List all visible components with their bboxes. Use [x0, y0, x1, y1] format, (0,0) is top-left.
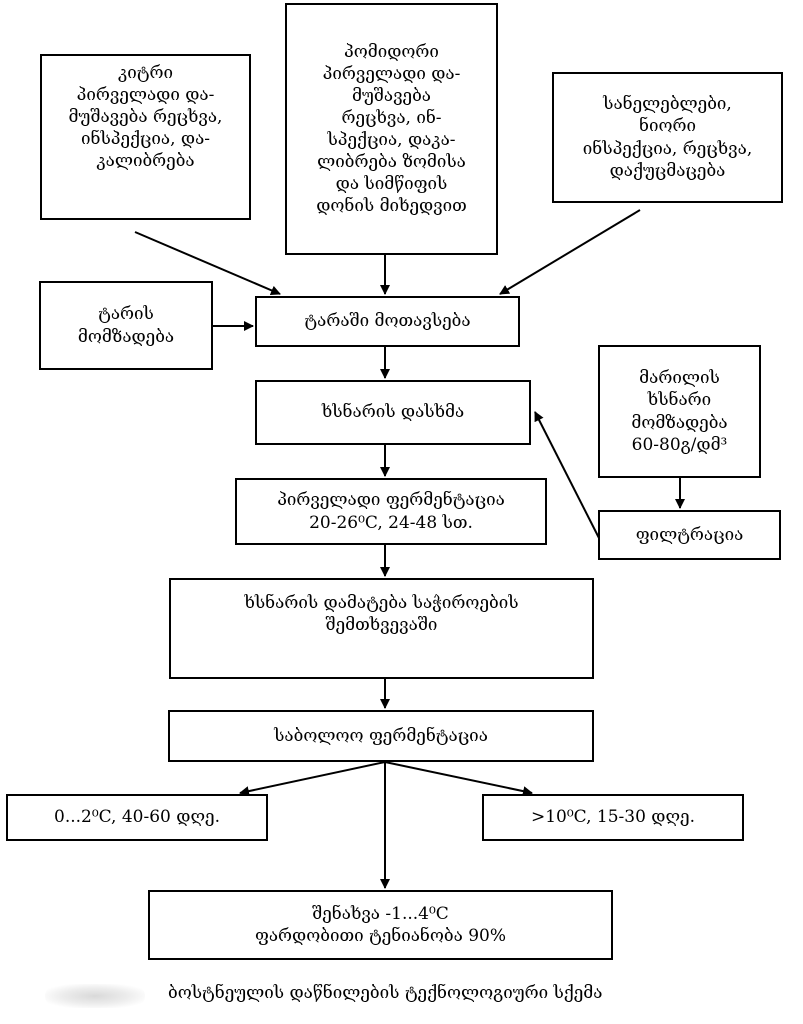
arrow-final-fermentation-to-warm-option [384, 761, 533, 797]
final-fermentation-text: საბოლოო ფერმენტაცია [274, 725, 488, 746]
tomato-text: პომიდორი პირველადი და- მუშავება რეცხვა, … [316, 41, 467, 217]
brine-pour-text: ხსნარის დასხმა [321, 402, 465, 423]
cucumber-text: კიტრი პირველადი და- მუშავება რეცხვა, ინს… [68, 63, 223, 172]
container-prep-text: ტარის მომზადება [77, 304, 175, 347]
warm-option-text: >10⁰C, 15-30 დღე. [530, 807, 695, 828]
spices-text: სანელებლები, ნიორი ინსპექცია, რეცხვა, და… [582, 94, 753, 181]
cold-option-text: 0...2⁰C, 40-60 დღე. [54, 807, 220, 828]
filtration-box: ფილტრაცია [598, 510, 781, 560]
brine-add-box: ხსნარის დამატება საჭიროების შემთხვევაში [169, 578, 594, 679]
arrow-spices-to-container-fill [499, 209, 641, 295]
container-fill-box: ტარაში მოთავსება [255, 296, 520, 347]
arrow-final-fermentation-to-cold-option [239, 761, 386, 797]
brine-prep-box: მარილის ხსნარი მომზადება 60-80გ/დმ³ [598, 345, 761, 478]
brine-add-text: ხსნარის დამატება საჭიროების შემთხვევაში [244, 593, 519, 636]
container-prep-box: ტარის მომზადება [39, 281, 213, 370]
cucumber-box: კიტრი პირველადი და- მუშავება რეცხვა, ინს… [40, 54, 251, 220]
blurred-label-mark [45, 984, 145, 1008]
final-fermentation-box: საბოლოო ფერმენტაცია [168, 710, 594, 762]
diagram-caption: ბოსტნეულის დაწნილების ტექნოლოგიური სქემა [168, 983, 603, 1003]
storage-text: შენახვა -1...4⁰C ფარდობითი ტენიანობა 90% [254, 903, 506, 946]
primary-fermentation-box: პირველადი ფერმენტაცია 20-26⁰C, 24-48 სთ. [235, 478, 547, 545]
brine-pour-box: ხსნარის დასხმა [255, 380, 531, 445]
filtration-text: ფილტრაცია [635, 524, 744, 545]
arrow-filtration-to-brine-pour [534, 411, 601, 541]
cold-option-box: 0...2⁰C, 40-60 დღე. [6, 794, 268, 841]
tomato-box: პომიდორი პირველადი და- მუშავება რეცხვა, … [285, 3, 498, 255]
container-fill-text: ტარაში მოთავსება [304, 311, 471, 332]
brine-prep-text: მარილის ხსნარი მომზადება 60-80გ/დმ³ [631, 368, 728, 455]
storage-box: შენახვა -1...4⁰C ფარდობითი ტენიანობა 90% [148, 890, 613, 960]
arrow-cucumber-to-container-fill [134, 231, 281, 296]
warm-option-box: >10⁰C, 15-30 დღე. [482, 794, 744, 841]
spices-box: სანელებლები, ნიორი ინსპექცია, რეცხვა, და… [552, 72, 783, 203]
primary-fermentation-text: პირველადი ფერმენტაცია 20-26⁰C, 24-48 სთ. [277, 490, 505, 533]
